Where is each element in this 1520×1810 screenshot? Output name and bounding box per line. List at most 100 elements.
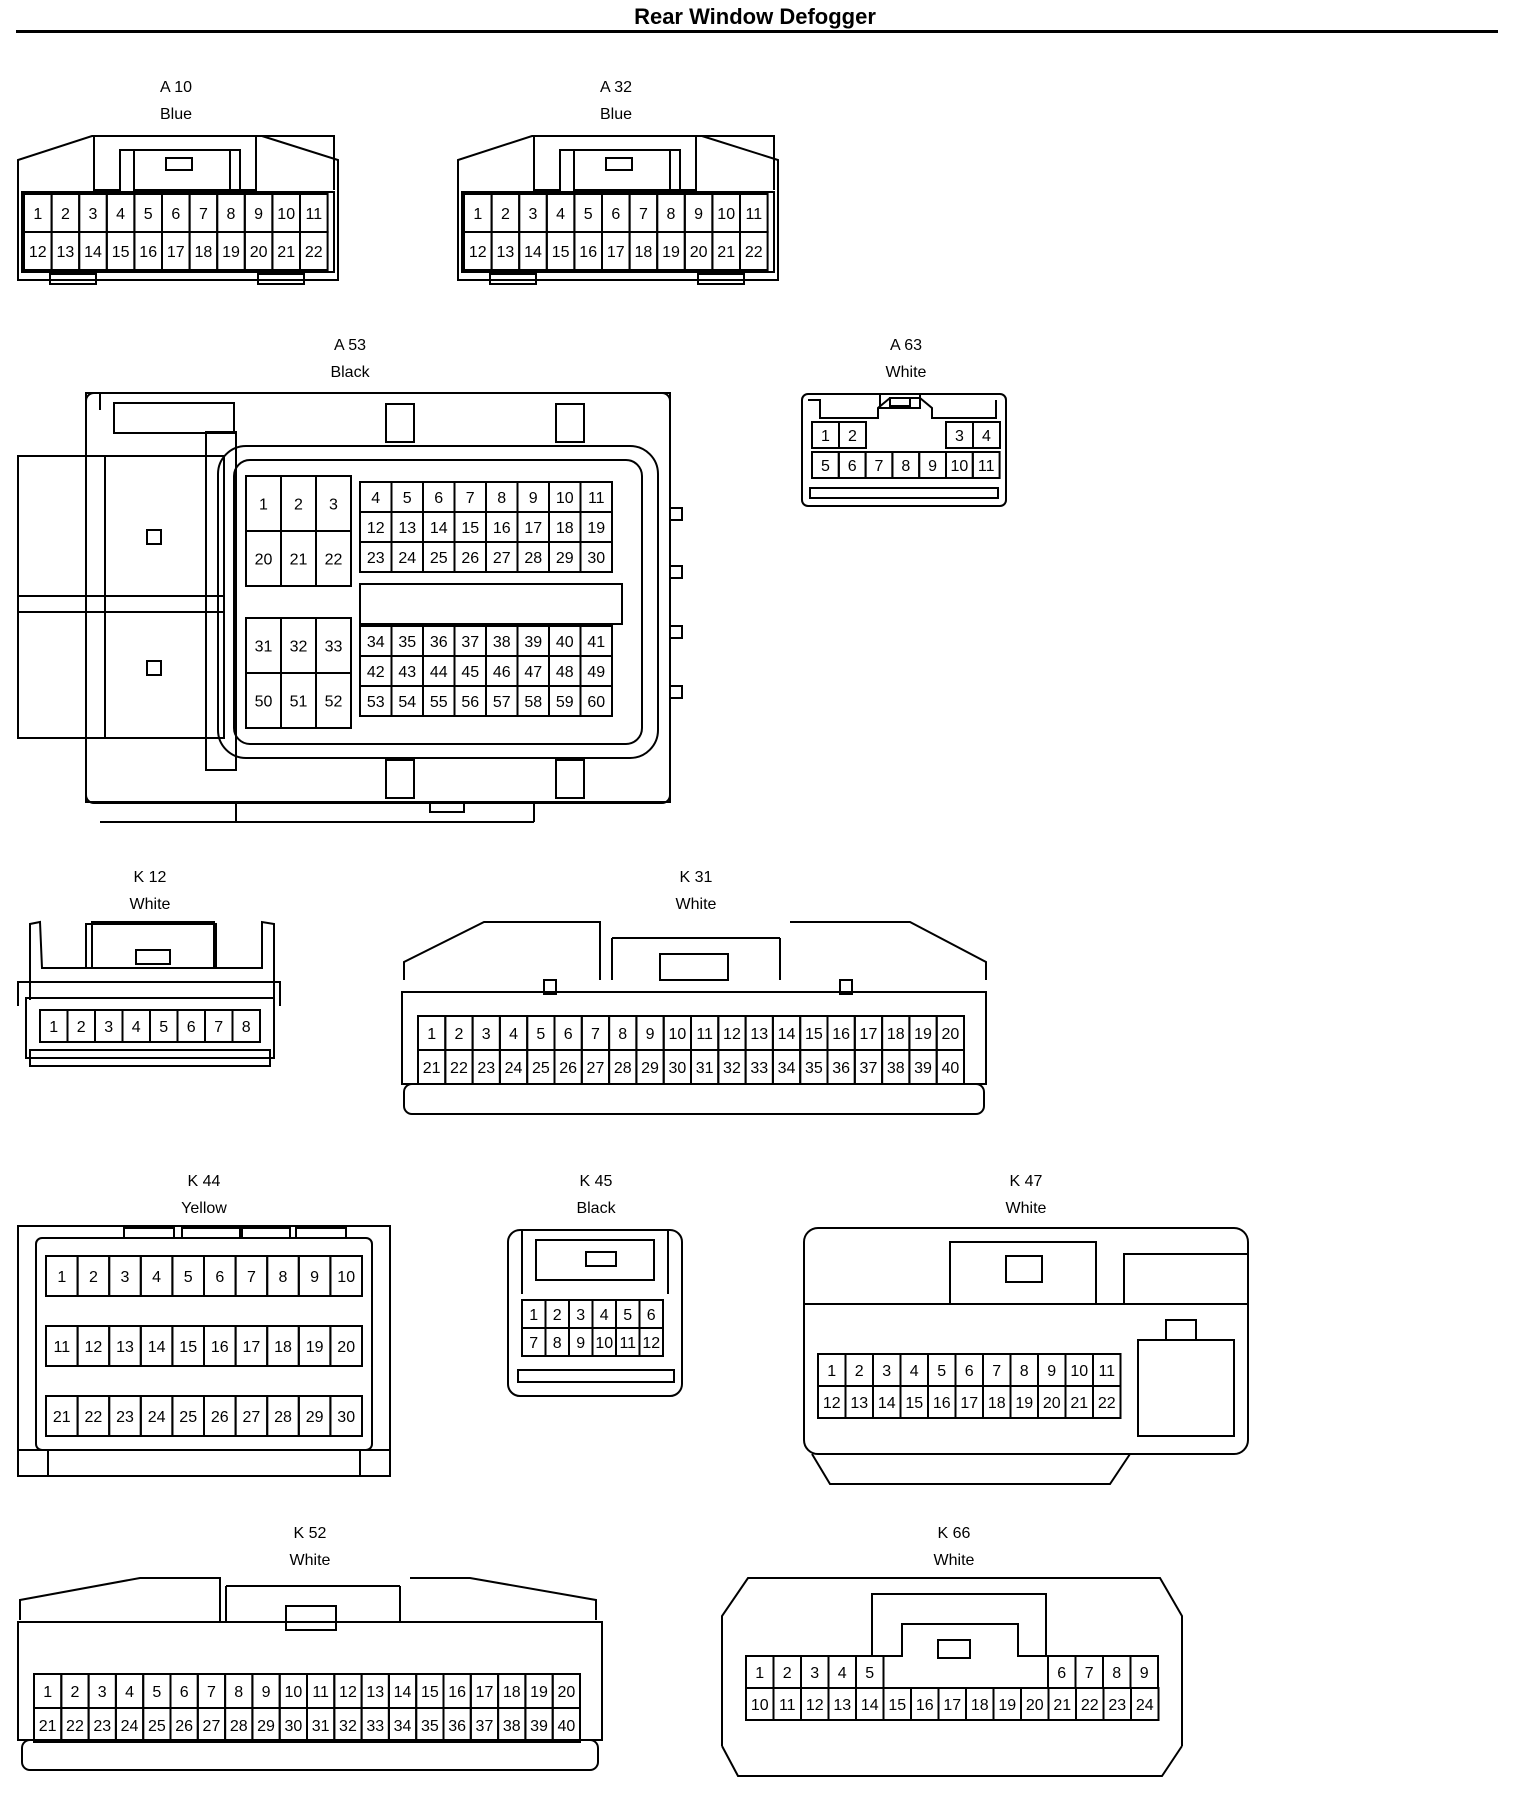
pin-number: 5 (403, 490, 412, 507)
pin-number: 9 (694, 206, 703, 223)
connector-color-label: White (886, 364, 927, 381)
pin-number: 12 (29, 244, 47, 261)
pin-number: 39 (530, 1718, 548, 1735)
pin-cell (231, 1009, 261, 1043)
pin-number: 2 (70, 1684, 79, 1701)
pin-number: 6 (647, 1307, 656, 1324)
pin-number: 21 (53, 1409, 71, 1426)
pin-number: 18 (971, 1697, 989, 1714)
pin-number: 19 (306, 1339, 324, 1356)
pin-number: 28 (230, 1718, 248, 1735)
pin-number: 9 (1140, 1665, 1149, 1682)
connector-color-label: White (1006, 1200, 1047, 1217)
pin-number: 9 (310, 1269, 319, 1286)
pin-number: 16 (211, 1339, 229, 1356)
pin-number: 4 (982, 428, 991, 445)
pin-number: 22 (66, 1718, 84, 1735)
pin-number: 44 (430, 664, 448, 681)
pin-number: 7 (199, 206, 208, 223)
connector-a32-housing (457, 135, 779, 285)
pin-number: 31 (255, 639, 273, 656)
pin-number: 8 (553, 1335, 562, 1352)
pin-number: 17 (476, 1684, 494, 1701)
connector-id-label: K 31 (680, 869, 713, 886)
connector-color-label: Black (576, 1200, 616, 1217)
connector-id-label: K 45 (580, 1173, 613, 1190)
pin-number: 28 (614, 1060, 632, 1077)
pin-number: 22 (1098, 1395, 1116, 1412)
pin-number: 3 (955, 428, 964, 445)
pin-number: 51 (290, 694, 308, 711)
connector-id-label: K 66 (938, 1525, 971, 1542)
pin-number: 15 (461, 520, 479, 537)
pin-number: 17 (607, 244, 625, 261)
pin-number: 54 (398, 694, 416, 711)
pin-number: 7 (529, 1335, 538, 1352)
pin-number: 8 (1112, 1665, 1121, 1682)
pin-cell (329, 1325, 363, 1367)
pin-number: 2 (501, 206, 510, 223)
pin-number: 6 (1057, 1665, 1066, 1682)
pin-number: 39 (914, 1060, 932, 1077)
pin-number: 26 (461, 550, 479, 567)
pin-number: 4 (509, 1026, 518, 1043)
pin-number: 3 (576, 1307, 585, 1324)
connector-k12-housing (17, 920, 281, 1067)
pin-number: 30 (668, 1060, 686, 1077)
pin-number: 27 (243, 1409, 261, 1426)
pin-number: 6 (187, 1019, 196, 1036)
pin-number: 21 (290, 552, 308, 569)
connector-id-label: K 47 (1010, 1173, 1043, 1190)
pin-number: 3 (89, 206, 98, 223)
connector-k44-housing (17, 1225, 391, 1477)
pin-number: 21 (39, 1718, 57, 1735)
pin-number: 12 (85, 1339, 103, 1356)
pin-number: 33 (325, 639, 343, 656)
pin-number: 27 (587, 1060, 605, 1077)
connector-id-label: K 52 (294, 1525, 327, 1542)
pin-number: 3 (98, 1684, 107, 1701)
pin-number: 17 (860, 1026, 878, 1043)
pin-number: 2 (89, 1269, 98, 1286)
pin-number: 10 (951, 458, 969, 475)
pin-number: 35 (805, 1060, 823, 1077)
pin-number: 20 (255, 552, 273, 569)
pin-number: 10 (717, 206, 735, 223)
pin-number: 8 (227, 206, 236, 223)
pin-number: 7 (639, 206, 648, 223)
pin-number: 15 (805, 1026, 823, 1043)
pin-number: 6 (180, 1684, 189, 1701)
pin-number: 21 (1070, 1395, 1088, 1412)
pin-number: 16 (933, 1395, 951, 1412)
pin-number: 18 (635, 244, 653, 261)
pin-number: 26 (559, 1060, 577, 1077)
pin-number: 9 (529, 490, 538, 507)
pin-number: 38 (493, 634, 511, 651)
pin-number: 29 (306, 1409, 324, 1426)
pin-number: 23 (93, 1718, 111, 1735)
pin-number: 5 (623, 1307, 632, 1324)
pin-number: 5 (937, 1363, 946, 1380)
pin-number: 7 (591, 1026, 600, 1043)
pin-number: 11 (696, 1026, 713, 1043)
pin-cell (299, 231, 329, 271)
pin-number: 6 (611, 206, 620, 223)
pin-number: 15 (905, 1395, 923, 1412)
pin-number: 21 (423, 1060, 441, 1077)
connector-color-label: White (934, 1552, 975, 1569)
pin-number: 13 (57, 244, 75, 261)
pin-number: 23 (1108, 1697, 1126, 1714)
pin-number: 27 (493, 550, 511, 567)
pin-number: 30 (587, 550, 605, 567)
connector-color-label: Black (330, 364, 370, 381)
pin-cell (638, 1327, 664, 1357)
pin-number: 25 (148, 1718, 166, 1735)
pin-number: 22 (305, 244, 323, 261)
pin-number: 4 (371, 490, 380, 507)
pin-number: 16 (832, 1026, 850, 1043)
pin-number: 11 (53, 1339, 70, 1356)
pin-number: 13 (750, 1026, 768, 1043)
pin-cell (551, 1707, 582, 1743)
pin-number: 33 (750, 1060, 768, 1077)
pin-cell (579, 685, 613, 717)
